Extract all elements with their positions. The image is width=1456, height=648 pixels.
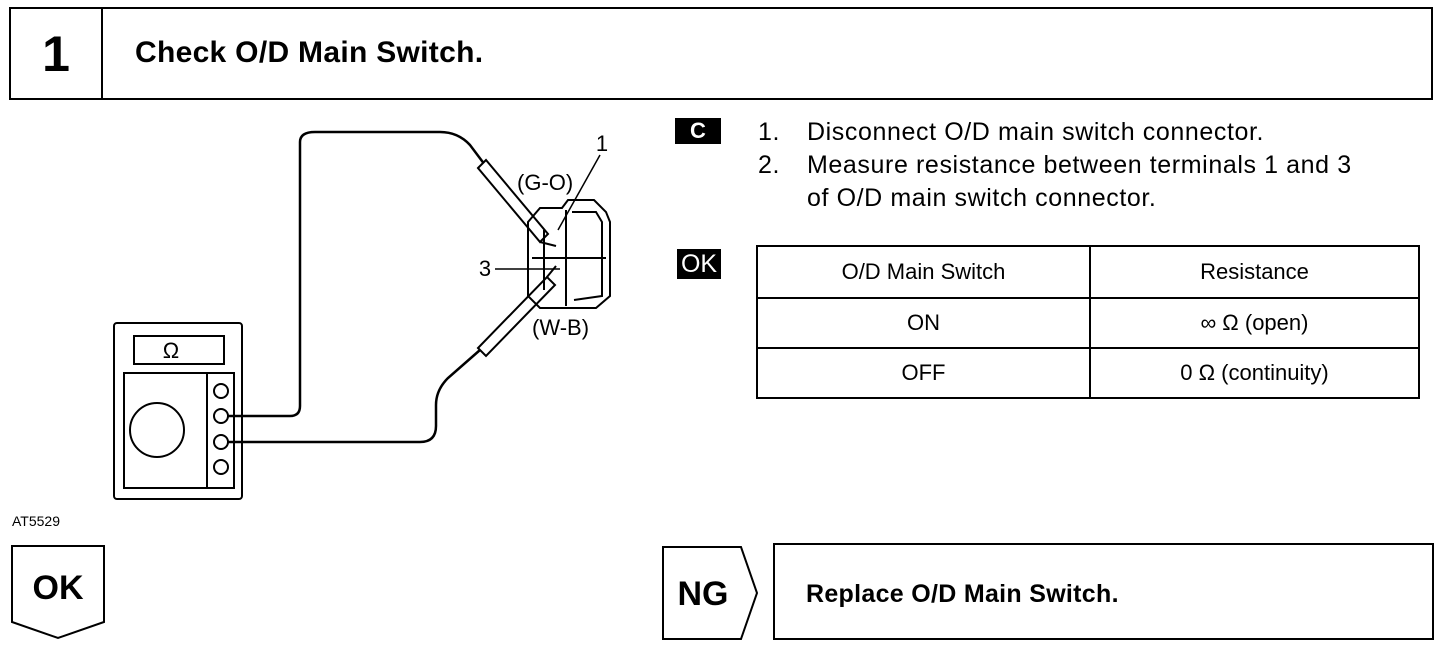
column-header: Resistance [1089, 245, 1420, 299]
meter-symbol: Ω [163, 338, 179, 363]
step-title: Check O/D Main Switch. [135, 36, 484, 69]
resistance-table: O/D Main Switch Resistance ON ∞ Ω (open)… [756, 245, 1420, 399]
figure-code: AT5529 [12, 513, 60, 529]
ok-label: OK [33, 569, 84, 607]
table-cell: 0 Ω (continuity) [1089, 347, 1420, 399]
terminal-1-label: 1 [596, 131, 608, 156]
wire-color-code-upper: (G-O) [517, 170, 573, 195]
table-cell: OFF [756, 347, 1091, 399]
ng-result-tab: NG [662, 546, 759, 640]
step-number: 1 [42, 25, 70, 82]
ng-label: NG [678, 575, 729, 613]
ng-action-box [773, 543, 1434, 640]
terminal-3-label: 3 [479, 256, 491, 281]
test-leads [228, 130, 486, 444]
switch-connector [527, 199, 611, 309]
connector-diagram: Ω 1 3 (G-O) (W-B) [113, 130, 611, 500]
step-header [9, 7, 1433, 100]
terminal-1-leader [557, 154, 601, 231]
ng-action-text: Replace O/D Main Switch. [806, 580, 1119, 608]
ok-result-tab: OK [11, 545, 105, 640]
column-header: O/D Main Switch [756, 245, 1091, 299]
step-text: Measure resistance between terminals 1 a… [807, 151, 1352, 179]
step-no: 1. [758, 118, 781, 146]
inspection-badge: C [675, 118, 721, 144]
probe-lower [476, 265, 557, 358]
header-divider [101, 7, 103, 100]
table-cell: ∞ Ω (open) [1089, 297, 1420, 349]
probe-upper [476, 158, 557, 247]
step-no: 2. [758, 151, 781, 179]
step-text: of O/D main switch connector. [807, 184, 1157, 212]
spec-ok-badge: OK [677, 249, 721, 279]
table-header-row: O/D Main Switch Resistance [756, 245, 1420, 299]
table-row: OFF 0 Ω (continuity) [756, 347, 1420, 399]
step-text: Disconnect O/D main switch connector. [807, 118, 1265, 146]
wire-color-code-lower: (W-B) [532, 315, 589, 340]
table-cell: ON [756, 297, 1091, 349]
table-row: ON ∞ Ω (open) [756, 297, 1420, 349]
